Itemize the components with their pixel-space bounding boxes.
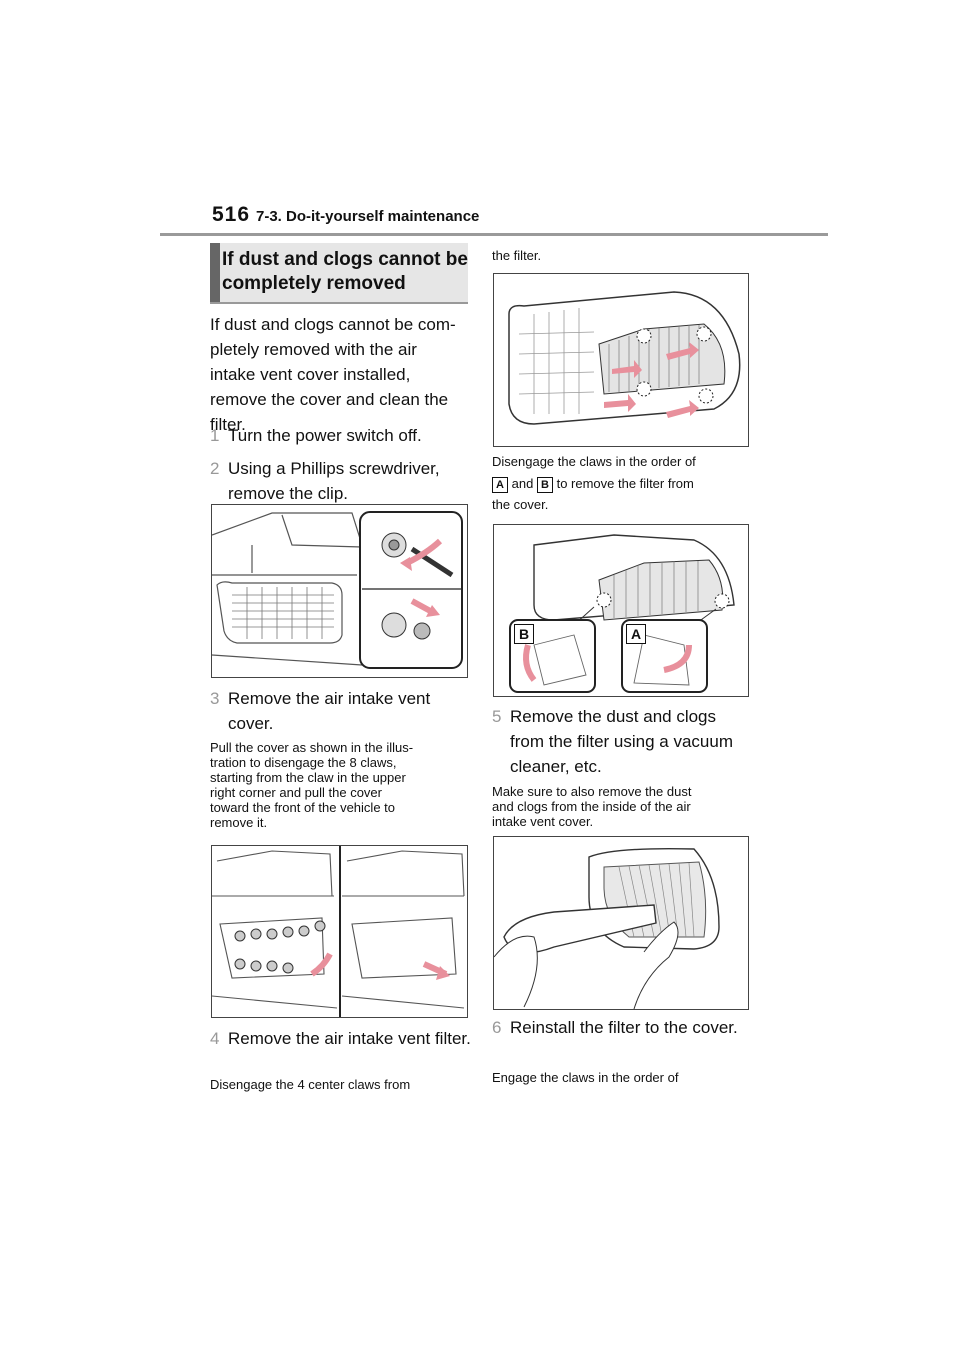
claws-note-remove: to remove the filter from <box>556 476 694 491</box>
step-text: Remove the air intake vent filter. <box>228 1029 471 1048</box>
page-number: 516 <box>212 203 251 226</box>
figure-clip-removal <box>211 504 468 678</box>
step-3-note: Pull the cover as shown in the illus- tr… <box>210 740 414 830</box>
step-4: 4 Remove the air intake vent filter. <box>210 1026 472 1051</box>
continued-text: the filter. <box>492 248 542 263</box>
figure-label-b: B <box>514 624 534 644</box>
step-3: 3 Remove the air intake vent cover. <box>210 686 472 736</box>
label-tag-b: B <box>536 476 553 493</box>
claws-note-line1: Disengage the claws in the order of <box>492 454 696 469</box>
figure-label-a: A <box>626 624 646 644</box>
figure-filter-claws <box>493 273 749 447</box>
heading-bar <box>210 243 220 302</box>
label-tag-a: A <box>492 476 508 493</box>
step-5: 5 Remove the dust and clogs from the fil… <box>492 704 754 779</box>
step-6-note: Engage the claws in the order of <box>492 1070 679 1085</box>
claws-note-line3: the cover. <box>492 497 549 512</box>
step-text: Remove the air intake vent cover. <box>228 689 431 733</box>
step-number: 2 <box>210 459 220 478</box>
step-text: Remove the dust and clogs from the filte… <box>510 707 733 776</box>
step-1: 1 Turn the power switch off. <box>210 423 472 448</box>
figure-claws-a-b <box>493 524 749 697</box>
step-number: 3 <box>210 689 220 708</box>
claws-note-line2: A and B to remove the filter from <box>492 476 754 493</box>
step-number: 1 <box>210 426 220 445</box>
step-4-note: Disengage the 4 center claws from <box>210 1077 411 1092</box>
step-5-note: Make sure to also remove the dust and cl… <box>492 784 692 829</box>
step-text: Turn the power switch off. <box>228 426 422 445</box>
heading-box <box>210 243 468 304</box>
step-6: 6 Reinstall the filter to the cover. <box>492 1015 754 1040</box>
section-title: 7-3. Do-it-yourself maintenance <box>256 208 480 225</box>
intro-paragraph: If dust and clogs cannot be com- pletely… <box>210 315 456 434</box>
step-number: 5 <box>492 707 502 726</box>
section-heading: If dust and clogs cannot be completely r… <box>222 249 468 294</box>
and-text: and <box>511 476 534 491</box>
figure-vacuum-cleaning <box>493 836 749 1010</box>
step-text: Reinstall the filter to the cover. <box>510 1018 738 1037</box>
figure-cover-removal <box>211 845 468 1018</box>
step-number: 4 <box>210 1029 220 1048</box>
header-rule <box>160 233 828 236</box>
step-2: 2 Using a Phillips screwdriver, remove t… <box>210 456 472 506</box>
step-text: Using a Phillips screwdriver, remove the… <box>228 459 440 503</box>
step-number: 6 <box>492 1018 502 1037</box>
